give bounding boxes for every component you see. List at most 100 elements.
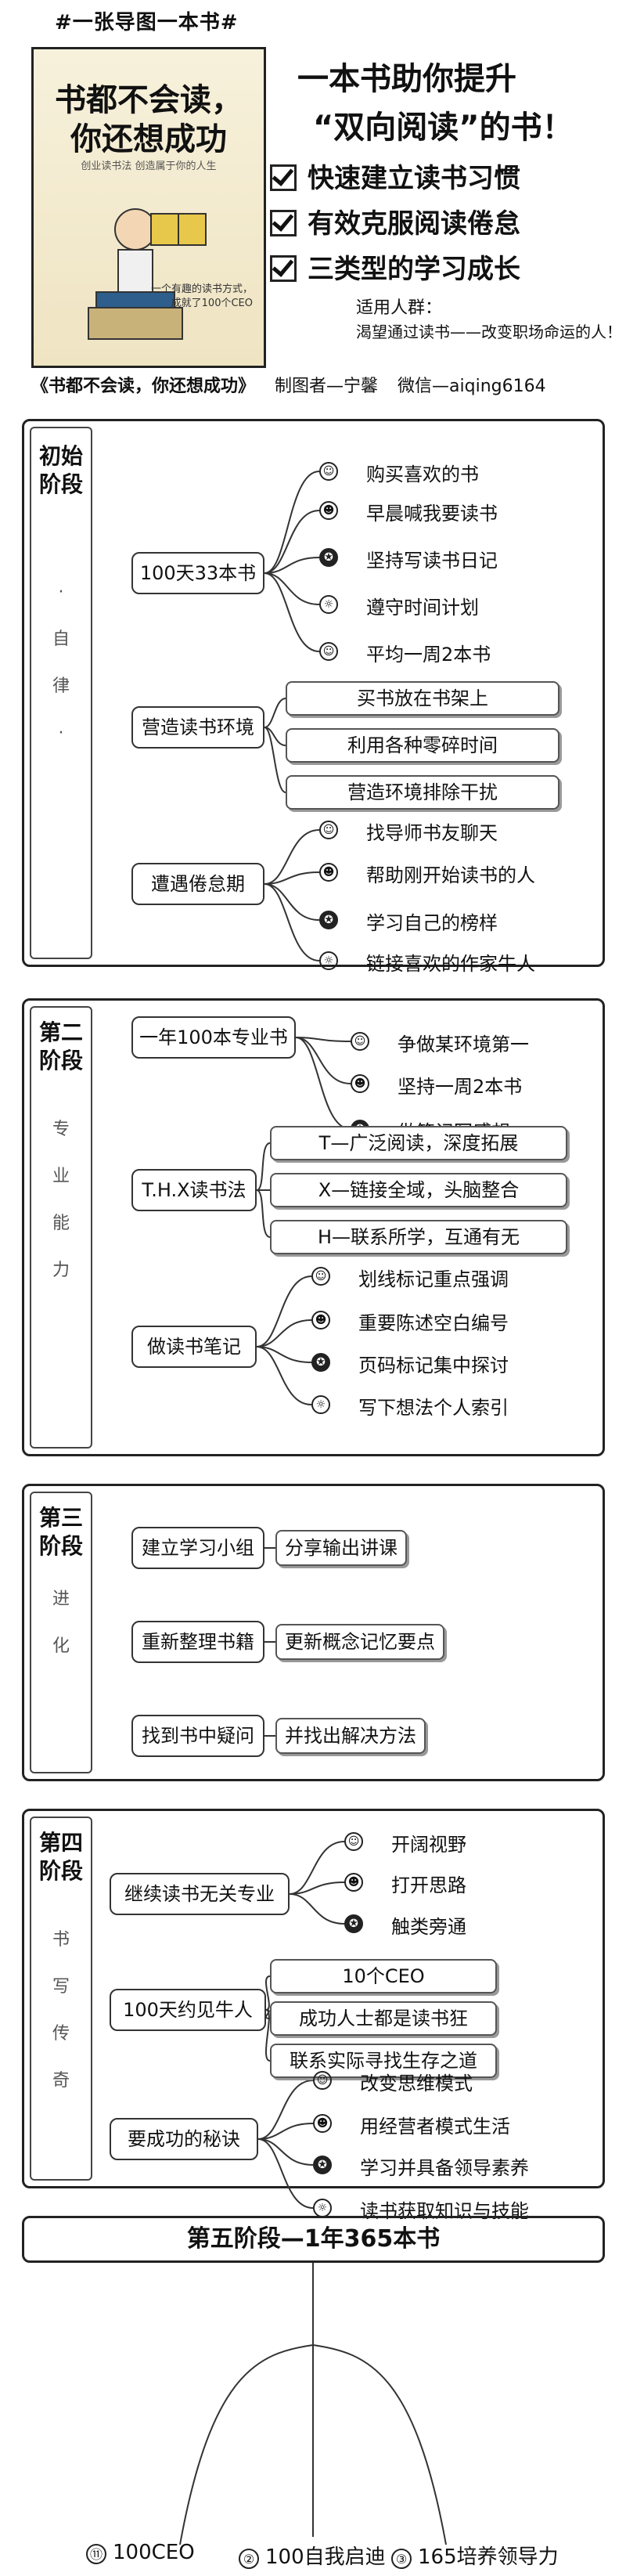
leaf-0-0-1: 早晨喊我要读书	[366, 503, 498, 525]
book-title-line-2: 你还想成功	[70, 121, 227, 157]
caption-author: 制图者—宁馨	[275, 377, 379, 396]
stage-3-desc: 进 化	[52, 1589, 70, 1656]
leaf-2-1-0: 更新概念记忆要点	[275, 1624, 444, 1660]
leaf-1-1-0: T—广泛阅读，深度拓展	[270, 1126, 567, 1160]
stage-4-frame	[22, 1809, 605, 2188]
group-label-0-0: 100天33本书	[131, 552, 264, 594]
group-label-0-1: 营造读书环境	[131, 706, 264, 749]
leaf-3-1-2: 联系实际寻找生存之道	[270, 2044, 497, 2078]
checkbox-icon	[270, 254, 297, 282]
bullet-icon: ✪	[311, 1353, 330, 1372]
headline-2: “双向阅读”的书！	[313, 110, 574, 146]
book-subtitle: 创业读书法 创造属于你的人生	[81, 161, 217, 172]
group-label-1-1: T.H.X读书法	[131, 1169, 257, 1211]
leaf-0-1-0: 买书放在书架上	[286, 681, 559, 716]
bullet-icon: ☼	[311, 1395, 330, 1414]
group-label-3-2: 要成功的秘诀	[110, 2118, 258, 2160]
book-slogan: 一个有趣的读书方式， 成就了100个CEO	[150, 283, 253, 309]
leaf-0-1-2: 营造环境排除干扰	[286, 775, 559, 810]
leaf-0-0-0: 购买喜欢的书	[366, 464, 479, 485]
bullet-icon: ☻	[319, 863, 338, 882]
bullet-icon: ☺	[319, 642, 338, 661]
leaf-3-1-0: 10个CEO	[270, 1959, 497, 1993]
leaf-3-2-0: 改变思维模式	[360, 2073, 473, 2094]
caption: 《书都不会读，你还想成功》 制图者—宁馨 微信—aiqing6164	[31, 372, 546, 397]
bullet-icon: ☺	[319, 821, 338, 839]
leaf-1-1-1: X—链接全域，头脑整合	[270, 1173, 567, 1207]
leaf-3-2-2: 学习并具备领导素养	[360, 2157, 529, 2179]
book-title-line-1: 书都不会读，	[55, 82, 243, 118]
leaf-0-0-4: 平均一周2本书	[366, 644, 491, 666]
leaf-1-2-3: 写下想法个人索引	[358, 1397, 509, 1419]
stage-1-title: 初始阶段	[38, 443, 83, 497]
leaf-1-2-2: 页码标记集中探讨	[358, 1355, 509, 1376]
bullet-icon: ☺	[313, 2071, 332, 2090]
leaf-1-2-1: 重要陈述空白编号	[358, 1312, 509, 1334]
stage-5-banner: 第五阶段—1年365本书	[22, 2216, 605, 2263]
caption-wechat: 微信—aiqing6164	[398, 377, 546, 396]
leaf-3-0-1: 打开思路	[391, 1874, 466, 1896]
bullet-icon: ☼	[319, 595, 338, 614]
stage-3-side: 第三阶段 进 化	[30, 1492, 92, 1773]
stage-1-frame	[22, 419, 605, 967]
leaf-0-2-2: 学习自己的榜样	[366, 912, 498, 934]
caption-title: 《书都不会读，你还想成功》	[31, 377, 256, 396]
bullet-icon: ☻	[319, 501, 338, 520]
leaf-1-0-1: 坚持一周2本书	[398, 1076, 523, 1098]
checkbox-icon	[270, 164, 297, 191]
stage-4-desc: 书 写 传 奇	[52, 1930, 70, 2091]
checkbox-icon	[270, 209, 297, 236]
leaf-1-2-0: 划线标记重点强调	[358, 1268, 509, 1290]
stage-3-frame	[22, 1484, 605, 1781]
leaf-3-2-1: 用经营者模式生活	[360, 2116, 510, 2138]
bullet-icon: ☺	[311, 1267, 330, 1286]
leaf-0-1-1: 利用各种零碎时间	[286, 728, 559, 763]
leaf-1-0-0: 争做某环境第一	[398, 1034, 529, 1055]
leaf-3-0-2: 触类旁通	[391, 1916, 466, 1938]
bullet-icon: ☻	[344, 1873, 363, 1892]
bullet-icon: ✪	[313, 2156, 332, 2174]
group-label-3-0: 继续读书无关专业	[110, 1873, 290, 1915]
group-label-1-0: 一年100本专业书	[131, 1016, 296, 1059]
leaf-0-2-3: 链接喜欢的作家牛人	[366, 953, 535, 975]
stage-2-title: 第二阶段	[38, 1019, 83, 1073]
book-cover: 书都不会读， 你还想成功 创业读书法 创造属于你的人生 一个有趣的读书方式， 成…	[31, 47, 266, 368]
feature-1: 快速建立读书习惯	[270, 157, 520, 195]
group-label-2-2: 找到书中疑问	[131, 1715, 264, 1757]
group-label-2-0: 建立学习小组	[131, 1527, 264, 1569]
bullet-icon: ☻	[313, 2114, 332, 2133]
stage-3-title: 第三阶段	[38, 1505, 83, 1559]
hashtag: #一张导图一本书#	[55, 11, 239, 34]
stage-1-side: 初始阶段 · 自 律 ·	[30, 427, 92, 959]
leaf-2-0-0: 分享输出讲课	[275, 1530, 407, 1566]
stage-2-frame	[22, 998, 605, 1456]
bullet-icon: ☺	[351, 1032, 369, 1051]
bullet-icon: ☺	[319, 462, 338, 481]
group-label-3-1: 100天约见牛人	[110, 1989, 266, 2031]
leaf-1-1-2: H—联系所学，互通有无	[270, 1220, 567, 1254]
leaf-3-2-3: 读书获取知识与技能	[360, 2200, 529, 2222]
bullet-icon: ✪	[319, 911, 338, 929]
reader-illustration	[88, 208, 207, 340]
bullet-icon: ☼	[313, 2199, 332, 2217]
leaf-0-2-0: 找导师书友聊天	[366, 822, 498, 844]
leaf-3-0-0: 开阔视野	[391, 1834, 466, 1856]
bullet-icon: ☼	[319, 951, 338, 970]
bullet-icon: ☺	[344, 1832, 363, 1851]
leaf-2-2-0: 并找出解决方法	[275, 1718, 426, 1754]
feature-2: 有效克服阅读倦怠	[270, 202, 520, 240]
stage-4-title: 第四阶段	[38, 1830, 83, 1884]
bullet-icon: ✪	[319, 548, 338, 567]
stage-2-side: 第二阶段 专 业 能 力	[30, 1006, 92, 1449]
group-label-1-2: 做读书笔记	[131, 1326, 257, 1368]
bullet-icon: ✪	[344, 1914, 363, 1933]
stage-2-desc: 专 业 能 力	[52, 1120, 70, 1280]
leaf-0-0-3: 遵守时间计划	[366, 597, 479, 619]
feature-3: 三类型的学习成长	[270, 247, 520, 286]
group-label-0-2: 遭遇倦怠期	[131, 863, 264, 905]
leaf-0-0-2: 坚持写读书日记	[366, 550, 498, 572]
audience-desc: 渴望通过读书——改变职场命运的人！	[356, 323, 622, 341]
